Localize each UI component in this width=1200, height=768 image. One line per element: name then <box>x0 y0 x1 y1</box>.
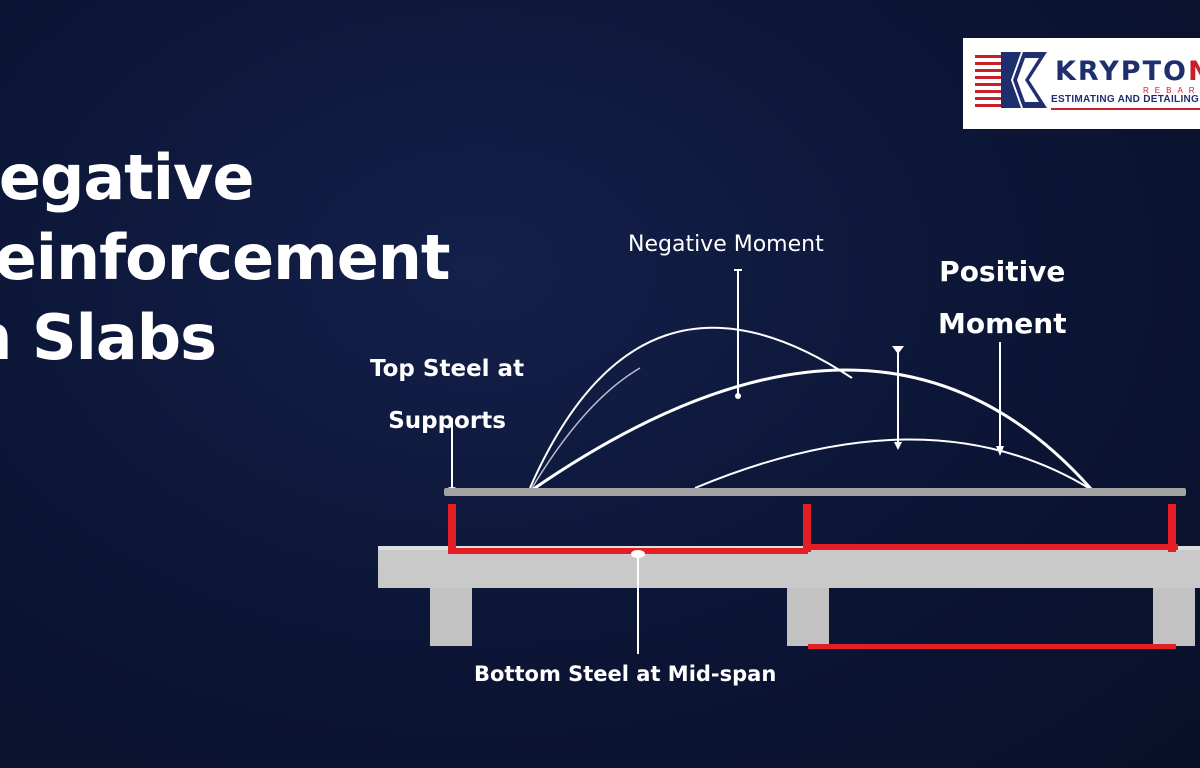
logo-tagline: ESTIMATING AND DETAILING SERVICES <box>1051 94 1200 105</box>
top-steel-bars <box>448 504 1178 554</box>
positive-moment-line-1: Positive <box>939 255 1066 288</box>
bottom-steel-leader <box>631 550 645 654</box>
top-steel-line-2: Supports <box>388 408 506 434</box>
top-steel-label: Top Steel at Supports <box>370 343 524 447</box>
logo-stripes <box>975 55 1005 107</box>
bottom-steel-bar <box>808 644 1176 649</box>
title-line-3: in Slabs <box>0 301 217 374</box>
positive-moment-curve <box>694 438 1093 491</box>
positive-moment-leader <box>996 342 1004 456</box>
title-line-1: Negative <box>0 141 255 214</box>
top-reference-bar <box>444 488 1186 496</box>
negative-moment-label: Negative Moment <box>628 232 824 257</box>
logo-name-main: KRYPTO <box>1055 56 1188 87</box>
negative-moment-curve <box>529 326 853 489</box>
faint-moment-curve <box>531 367 641 489</box>
logo-name: KRYPTON <box>1055 56 1200 87</box>
page-title: Negative Reinforcement in Slabs <box>0 138 451 378</box>
logo-name-accent: N <box>1188 56 1200 87</box>
mid-moment-leader <box>892 346 904 450</box>
support-column-left <box>430 588 472 646</box>
logo-rebar-text: REBAR <box>1143 86 1200 95</box>
title-line-2: Reinforcement <box>0 221 451 294</box>
negative-moment-leader <box>734 269 742 399</box>
positive-moment-line-2: Moment <box>938 307 1067 340</box>
brand-logo: KRYPTON REBAR ESTIMATING AND DETAILING S… <box>963 38 1200 129</box>
positive-moment-label: Positive Moment <box>938 246 1067 350</box>
support-column-right <box>1153 588 1195 646</box>
logo-mark-icon <box>975 52 1200 110</box>
support-column-middle <box>787 588 829 646</box>
large-moment-curve <box>531 368 1094 492</box>
top-steel-line-1: Top Steel at <box>370 356 525 382</box>
bottom-steel-label: Bottom Steel at Mid-span <box>474 662 777 686</box>
